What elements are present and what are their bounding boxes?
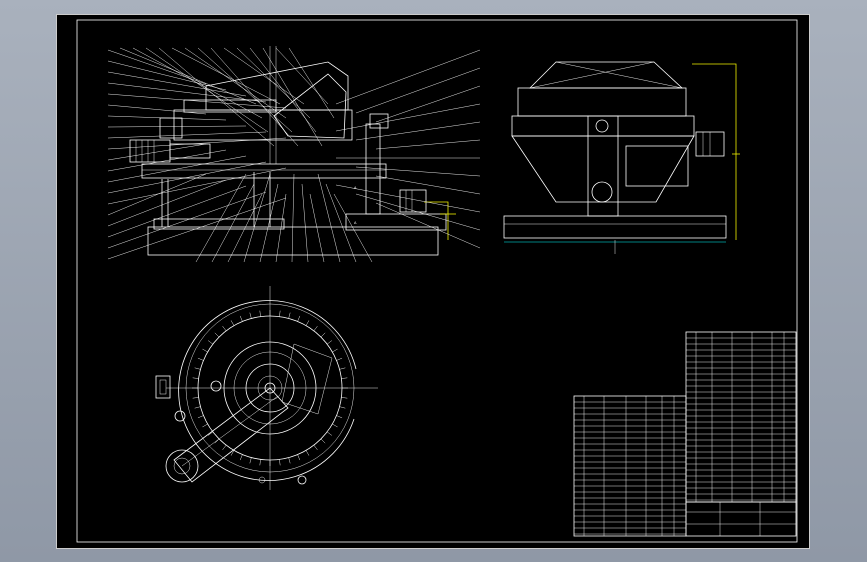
drawing-canvas[interactable]: A A [56,14,810,549]
swing-arm [173,387,289,483]
parts-list-right [685,331,797,503]
upper-housing [173,109,353,141]
drawing-sheet: A A [56,14,810,549]
side-base [503,215,727,239]
middle-deck [141,163,387,179]
side-hopper [529,61,684,89]
dimension-line-front [424,201,449,240]
motor-right [399,189,427,213]
dimension-line-side [692,63,737,240]
side-view[interactable] [503,61,740,254]
section-mark-a2: A [354,221,357,225]
side-column [587,115,619,217]
top-view[interactable] [155,286,378,490]
front-section-view[interactable]: A A [107,46,481,263]
base-block-right [345,213,447,231]
outer-frame [56,14,810,549]
arm-pivot [165,449,199,483]
base-rail [153,218,285,230]
outer-ring [178,300,357,481]
inner-frame [76,19,798,543]
section-mark-a1: A [354,186,357,190]
leader-lines [107,47,481,263]
side-table [511,115,695,137]
mount-box [155,375,171,399]
parts-list-left [573,395,687,537]
title-block [685,501,797,537]
base-plate [147,226,439,256]
hopper [205,61,349,111]
